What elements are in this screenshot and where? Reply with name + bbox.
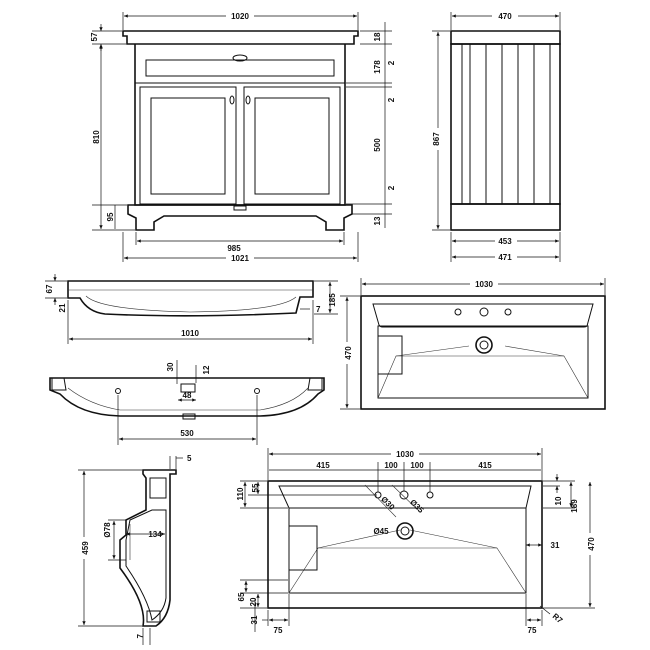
dim-detail-470: 470	[587, 537, 596, 551]
dim-detail-r7: R7	[551, 612, 565, 626]
dim-detail-110: 110	[236, 487, 245, 500]
dim-detail-415-left: 415	[316, 461, 330, 470]
dim-detail-100-left: 100	[384, 461, 398, 470]
front-view	[122, 30, 359, 231]
dim-under-530: 530	[180, 429, 194, 438]
dim-front-13: 13	[373, 216, 382, 225]
dim-basin-1010: 1010	[181, 329, 199, 338]
dim-basin-7: 7	[316, 305, 321, 314]
dim-front-178: 178	[373, 60, 382, 74]
basin-plan-top-dimensions: 1030 470	[340, 278, 606, 410]
dim-detail-waste-45: Ø45	[373, 527, 389, 536]
basin-plan-top	[360, 295, 606, 410]
dim-front-width-1020: 1020	[231, 12, 249, 21]
dim-basin-21: 21	[58, 303, 67, 312]
dim-front-500: 500	[373, 138, 382, 152]
dim-side-453: 453	[498, 237, 512, 246]
dim-side-471: 471	[498, 253, 512, 262]
basin-section-dimensions: 5 459 Ø78 134 7	[77, 454, 192, 645]
dim-front-18: 18	[373, 32, 382, 41]
dim-detail-65: 65	[237, 592, 246, 601]
dim-detail-75-left: 75	[274, 626, 283, 635]
dim-section-7: 7	[136, 633, 145, 638]
basin-underside	[49, 377, 325, 420]
dim-front-2c: 2	[387, 185, 396, 190]
dim-section-5: 5	[187, 454, 192, 463]
basin-underside-dimensions: 30 12 48 530	[117, 360, 258, 445]
dim-side-867: 867	[432, 132, 441, 146]
dim-detail-20: 20	[249, 597, 258, 606]
dim-basin-67: 67	[45, 284, 54, 293]
dim-detail-10: 10	[554, 496, 563, 505]
dim-front-2a: 2	[387, 60, 396, 65]
basin-plan-detail	[267, 480, 543, 609]
dim-detail-75-right: 75	[528, 626, 537, 635]
basin-plan-detail-dimensions: 1030 415 100 100 415 110 55 Ø30 Ø35 Ø45 …	[236, 448, 596, 635]
side-view	[450, 30, 561, 231]
dim-front-1021: 1021	[231, 254, 249, 263]
dim-section-134: 134	[148, 530, 162, 539]
dim-section-78: Ø78	[103, 522, 112, 538]
side-view-dimensions: 470 867 453 471	[428, 10, 561, 262]
dim-plan-470: 470	[344, 346, 353, 360]
dim-detail-415-right: 415	[478, 461, 492, 470]
dim-basin-185: 185	[328, 293, 337, 307]
dim-detail-31-left: 31	[250, 615, 259, 624]
dim-side-470: 470	[498, 12, 512, 21]
dim-detail-hole-35: Ø35	[408, 498, 425, 515]
dim-front-95: 95	[106, 212, 115, 221]
dim-detail-31: 31	[551, 541, 560, 550]
basin-side-profile	[67, 280, 314, 317]
basin-section	[119, 469, 177, 627]
dim-front-2b: 2	[387, 97, 396, 102]
dim-front-57: 57	[90, 32, 99, 41]
dim-plan-1030: 1030	[475, 280, 493, 289]
dim-under-48: 48	[183, 391, 192, 400]
dim-section-459: 459	[81, 541, 90, 555]
dim-front-810: 810	[92, 130, 101, 144]
dim-detail-hole-30: Ø30	[379, 495, 396, 512]
dim-under-12: 12	[202, 365, 211, 374]
dim-front-985: 985	[227, 244, 241, 253]
dim-detail-55: 55	[251, 483, 260, 492]
dim-detail-1030: 1030	[396, 450, 414, 459]
dim-detail-100-right: 100	[410, 461, 424, 470]
basin-side-dimensions: 67 21 185 7 1010	[45, 274, 338, 344]
front-view-dimensions: 1020 57 810 95 985 1021 18 2 178	[89, 10, 396, 263]
dim-under-30: 30	[166, 362, 175, 371]
dim-detail-189: 189	[570, 499, 579, 513]
